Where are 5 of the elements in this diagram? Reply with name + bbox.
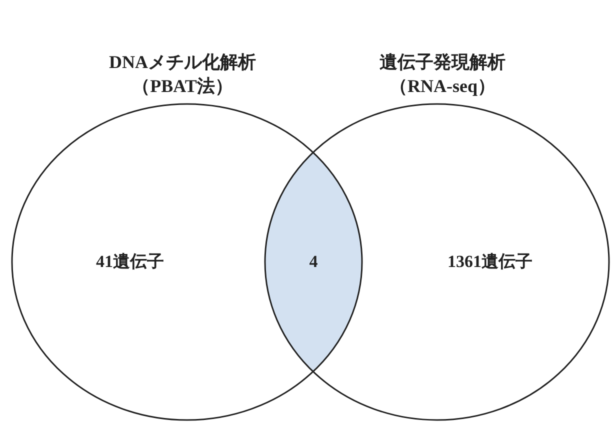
count-label: 4 <box>308 250 319 273</box>
count-label: 1361遺伝子 <box>446 251 534 273</box>
count-label: 41遺伝子 <box>95 251 165 273</box>
circle-title: 遺伝子発現解析（RNA-seq） <box>378 51 506 98</box>
circle-title: DNAメチル化解析（PBAT法） <box>108 51 257 98</box>
